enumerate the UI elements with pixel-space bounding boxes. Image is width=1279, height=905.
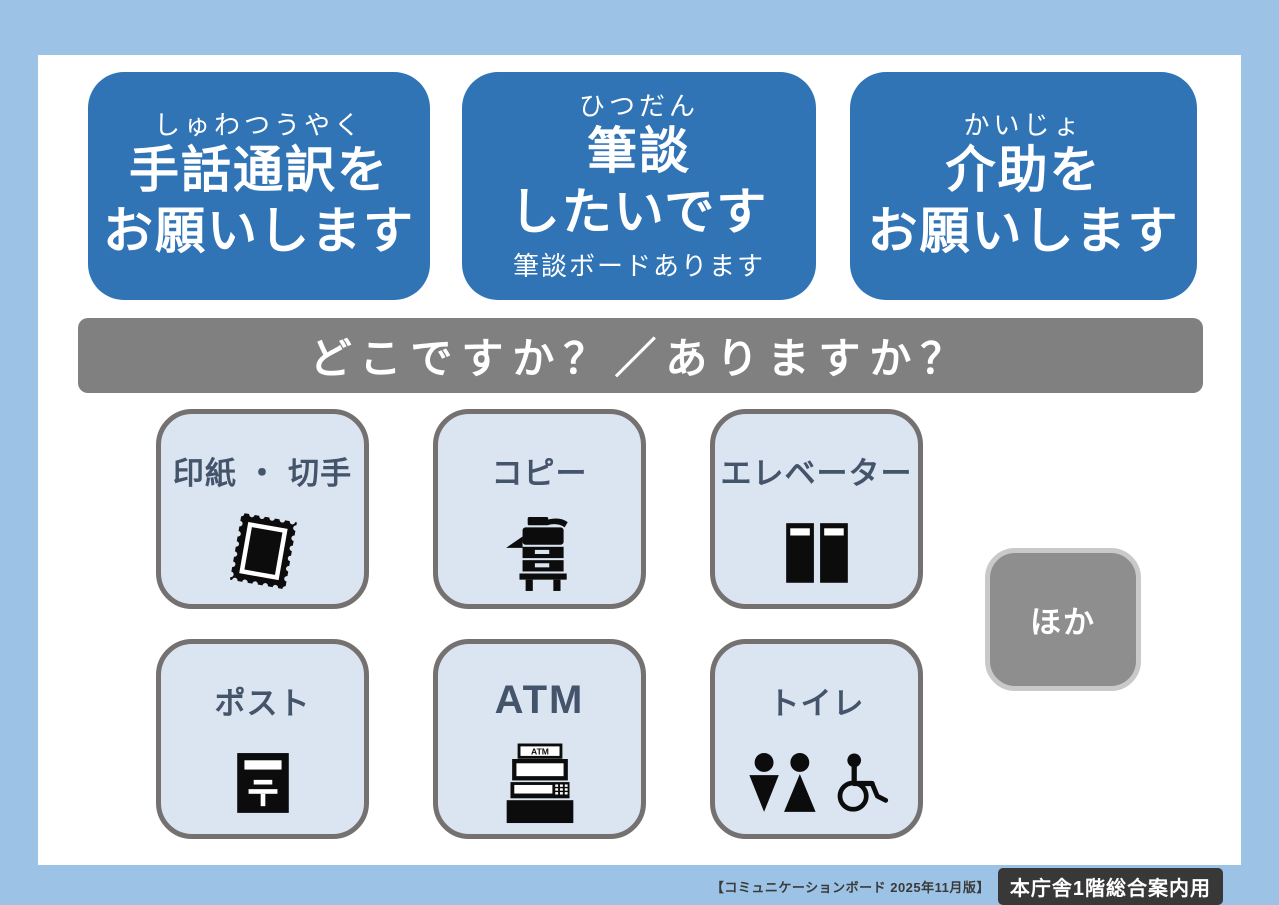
request-text-line1: 介助を: [945, 142, 1102, 198]
tile-copy-label: コピー: [491, 456, 588, 491]
tile-atm[interactable]: ATM ATM: [433, 639, 646, 839]
tile-postbox-label: ポスト: [214, 686, 311, 721]
elevator-icon: [780, 503, 854, 604]
atm-sign-text: ATM: [531, 746, 549, 756]
request-furigana: ひつだん: [578, 91, 699, 121]
tile-elevator[interactable]: エレベーター: [710, 409, 923, 609]
board-card: しゅわつうやく 手話通訳を お願いします ひつだん 筆談 したいです 筆談ボード…: [38, 55, 1241, 865]
other-button[interactable]: ほか: [985, 548, 1141, 691]
question-bar-label: どこですか？／ありますか？: [309, 335, 972, 382]
location-badge: 本庁舎1階総合案内用: [997, 868, 1223, 905]
tile-postbox[interactable]: ポスト: [156, 639, 369, 839]
atm-icon: ATM: [500, 733, 580, 834]
request-furigana: かいじょ: [963, 110, 1084, 140]
request-furigana: しゅわつうやく: [153, 110, 364, 140]
wheelchair-icon: [837, 753, 889, 812]
mailbox-icon: [232, 733, 294, 834]
restroom-people-icon: [749, 753, 816, 812]
tile-atm-label: ATM: [494, 678, 585, 722]
tile-toilet[interactable]: トイレ: [710, 639, 923, 839]
request-text-line1: 筆談: [587, 123, 691, 179]
other-button-label: ほか: [1030, 605, 1096, 640]
tile-stamps[interactable]: 印紙 ・ 切手: [156, 409, 369, 609]
request-written-conversation-button[interactable]: ひつだん 筆談 したいです 筆談ボードあります: [462, 72, 816, 300]
tile-copy[interactable]: コピー: [433, 409, 646, 609]
tile-stamps-label: 印紙 ・ 切手: [172, 456, 353, 491]
footer: 【コミュニケーションボード 2025年11月版】 本庁舎1階総合案内用: [711, 868, 1223, 905]
request-note: 筆談ボードあります: [512, 251, 765, 281]
request-sign-language-button[interactable]: しゅわつうやく 手話通訳を お願いします: [88, 72, 430, 300]
copier-icon: [503, 503, 577, 604]
tile-elevator-label: エレベーター: [720, 456, 913, 491]
request-text-line2: したいです: [509, 184, 769, 240]
request-assistance-button[interactable]: かいじょ 介助を お願いします: [850, 72, 1197, 300]
toilet-icon: [744, 733, 889, 834]
tile-toilet-label: トイレ: [768, 686, 865, 721]
request-text-line2: お願いします: [103, 203, 415, 259]
edition-note: 【コミュニケーションボード 2025年11月版】: [710, 880, 990, 895]
stamp-icon: [226, 503, 300, 604]
question-bar: どこですか？／ありますか？: [78, 318, 1203, 393]
request-text-line2: お願いします: [867, 203, 1180, 259]
request-text-line1: 手話通訳を: [129, 142, 389, 198]
